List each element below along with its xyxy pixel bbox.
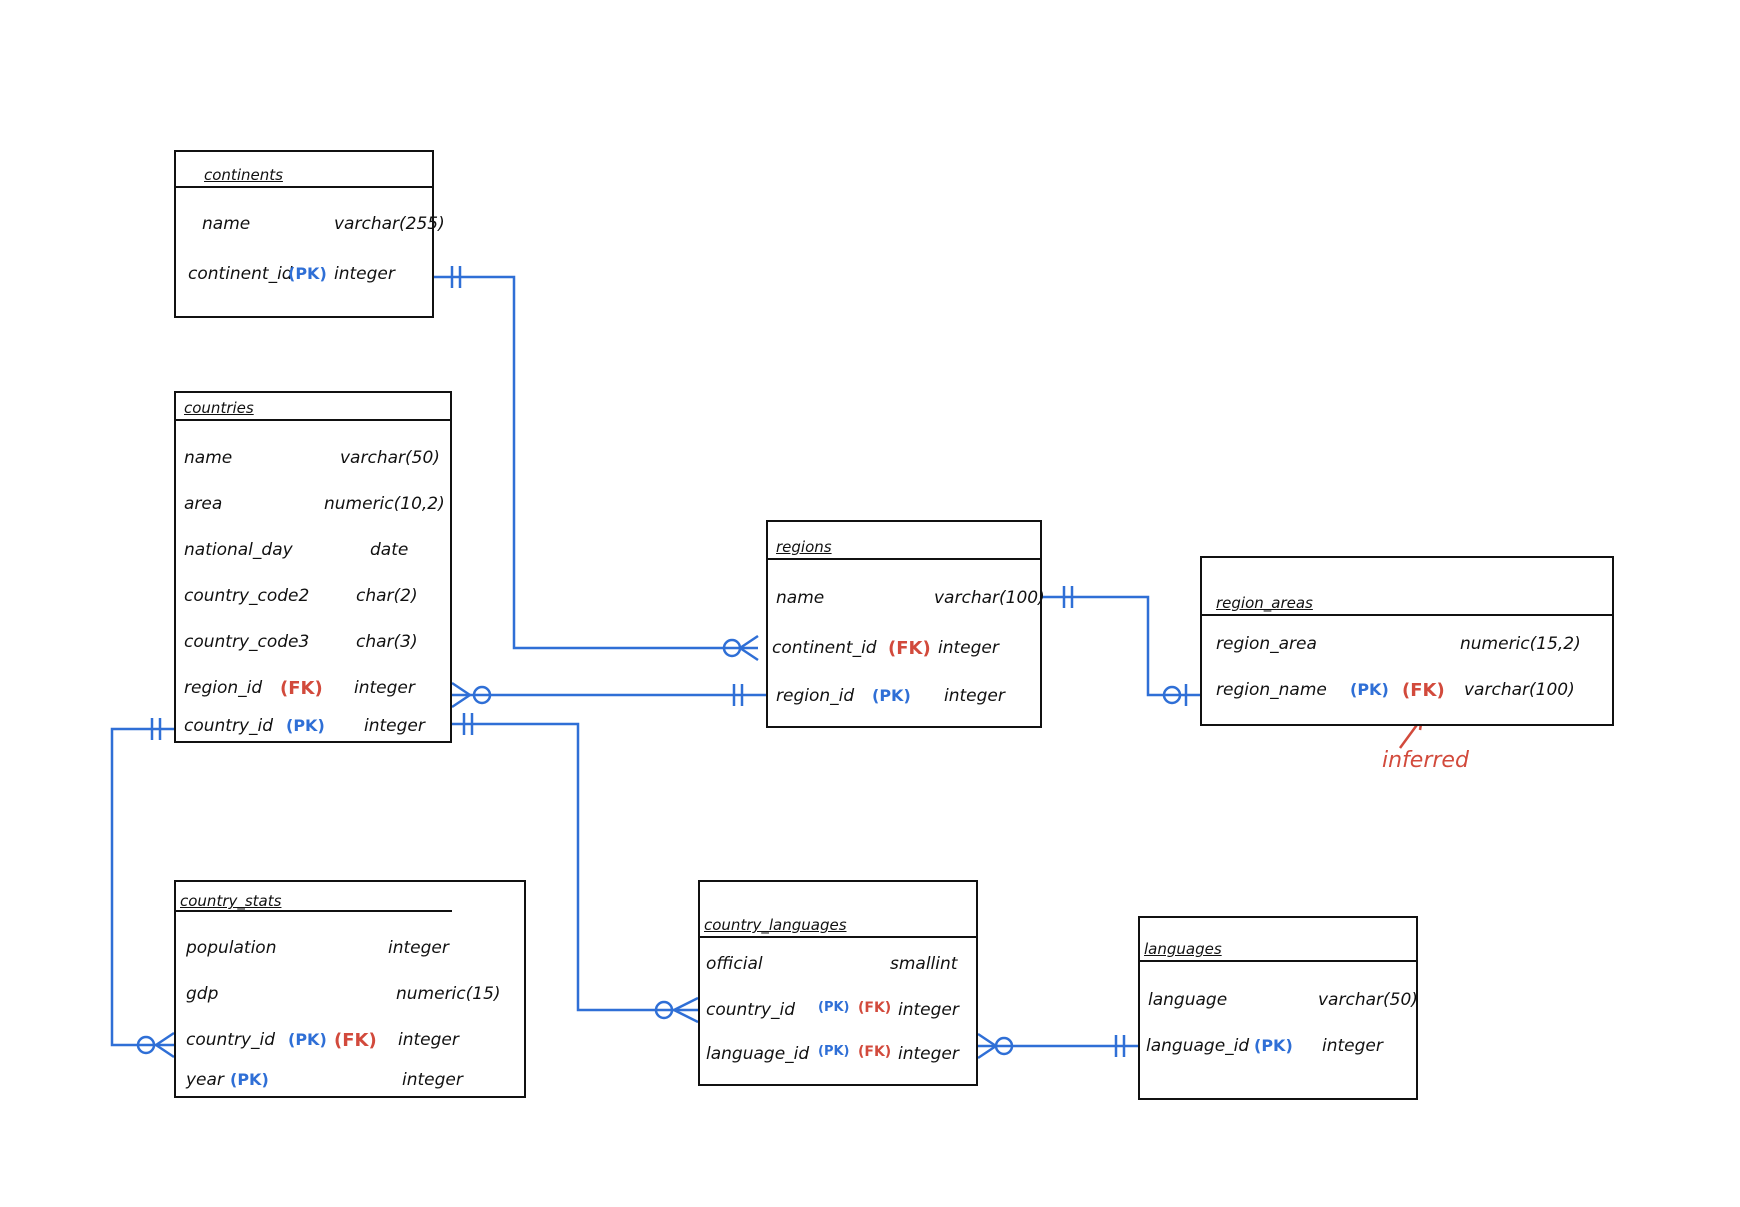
fk-tag: (FK) [1402,680,1445,701]
column-name: name [184,448,233,468]
column-name: official [706,954,763,974]
entity-title: countries [184,399,254,417]
column-type: integer [398,1030,459,1050]
column-type: integer [898,1000,959,1020]
column-type: integer [402,1070,463,1090]
column-type: date [370,540,409,560]
title-divider [176,910,452,912]
entity-continents: continents name varchar(255) continent_i… [174,150,445,318]
entity-regions: regions name varchar(100) continent_id (… [766,520,1045,728]
pk-tag: (PK) [288,1030,327,1049]
column-name: language [1148,990,1228,1010]
column-type: char(3) [356,632,418,652]
column-name: country_code3 [184,632,310,652]
column-type: integer [1322,1036,1383,1056]
entity-title: region_areas [1216,594,1313,612]
column-type: integer [364,716,425,736]
column-name: country_id [706,1000,796,1020]
column-type: smallint [890,954,958,974]
column-type: integer [944,686,1005,706]
crow-foot [673,996,699,1024]
column-type: integer [334,264,395,284]
rel-regions-region-areas [1040,595,1200,697]
entity-title: regions [776,538,832,556]
fk-tag: (FK) [334,1030,377,1051]
fk-tag: (FK) [888,638,931,659]
column-name: region_id [184,678,263,698]
column-name: region_name [1216,680,1327,700]
entity-country-languages: country_languages official smallint coun… [698,880,978,1086]
column-name: country_id [186,1030,276,1050]
column-type: integer [388,938,449,958]
rel-continents-regions [434,275,758,650]
column-type: varchar(255) [334,214,445,234]
rel-countries-country-languages [452,722,698,1012]
pk-tag: (PK) [286,716,325,735]
column-name: gdp [186,984,219,1004]
fk-tag: (FK) [858,1000,892,1016]
entity-title: country_languages [704,916,847,934]
column-name: national_day [184,540,293,560]
column-name: year [186,1070,224,1090]
entity-title: country_stats [180,892,282,910]
entity-title: continents [204,166,283,184]
zero-mark [994,1036,1014,1056]
pk-tag: (PK) [288,264,327,283]
column-type: numeric(15) [396,984,501,1004]
column-name: area [184,494,223,514]
column-name: region_area [1216,634,1317,654]
pk-tag: (PK) [1254,1036,1293,1055]
entity-countries: countries name varchar(50) area numeric(… [174,391,452,743]
fk-tag: (FK) [280,678,323,699]
column-name: continent_id [772,638,877,658]
column-type: integer [938,638,999,658]
entity-region-areas: region_areas region_area numeric(15,2) r… [1200,556,1614,726]
entity-country-stats: country_stats population integer gdp num… [174,880,526,1098]
column-name: name [776,588,825,608]
crow-foot [739,634,759,662]
rel-countries-country-stats [110,727,174,1047]
column-type: integer [898,1044,959,1064]
pk-tag: (PK) [230,1070,269,1089]
column-type: varchar(50) [340,448,440,468]
column-name: language_id [1146,1036,1250,1056]
column-type: integer [354,678,415,698]
entity-languages: languages language varchar(50) language_… [1138,916,1418,1100]
inferred-annotation: inferred [1382,748,1469,773]
zero-mark [654,1000,674,1020]
zero-mark [1162,685,1182,705]
pk-tag: (PK) [818,1000,850,1015]
column-type: numeric(15,2) [1460,634,1581,654]
column-name: continent_id [188,264,293,284]
pk-tag: (PK) [818,1044,850,1059]
column-name: name [202,214,251,234]
column-name: language_id [706,1044,810,1064]
pk-tag: (PK) [1350,680,1389,699]
column-type: varchar(100) [1464,680,1575,700]
zero-mark [136,1035,156,1055]
entity-title: languages [1144,940,1222,958]
column-name: country_code2 [184,586,310,606]
column-name: population [186,938,277,958]
column-name: region_id [776,686,855,706]
column-type: varchar(50) [1318,990,1418,1010]
zero-mark [472,685,492,705]
fk-tag: (FK) [858,1044,892,1060]
column-type: numeric(10,2) [324,494,445,514]
crow-foot [155,1031,175,1059]
column-type: varchar(100) [934,588,1045,608]
column-name: country_id [184,716,274,736]
crow-foot [451,681,471,709]
pk-tag: (PK) [872,686,911,705]
column-type: char(2) [356,586,418,606]
crow-foot [977,1032,997,1060]
